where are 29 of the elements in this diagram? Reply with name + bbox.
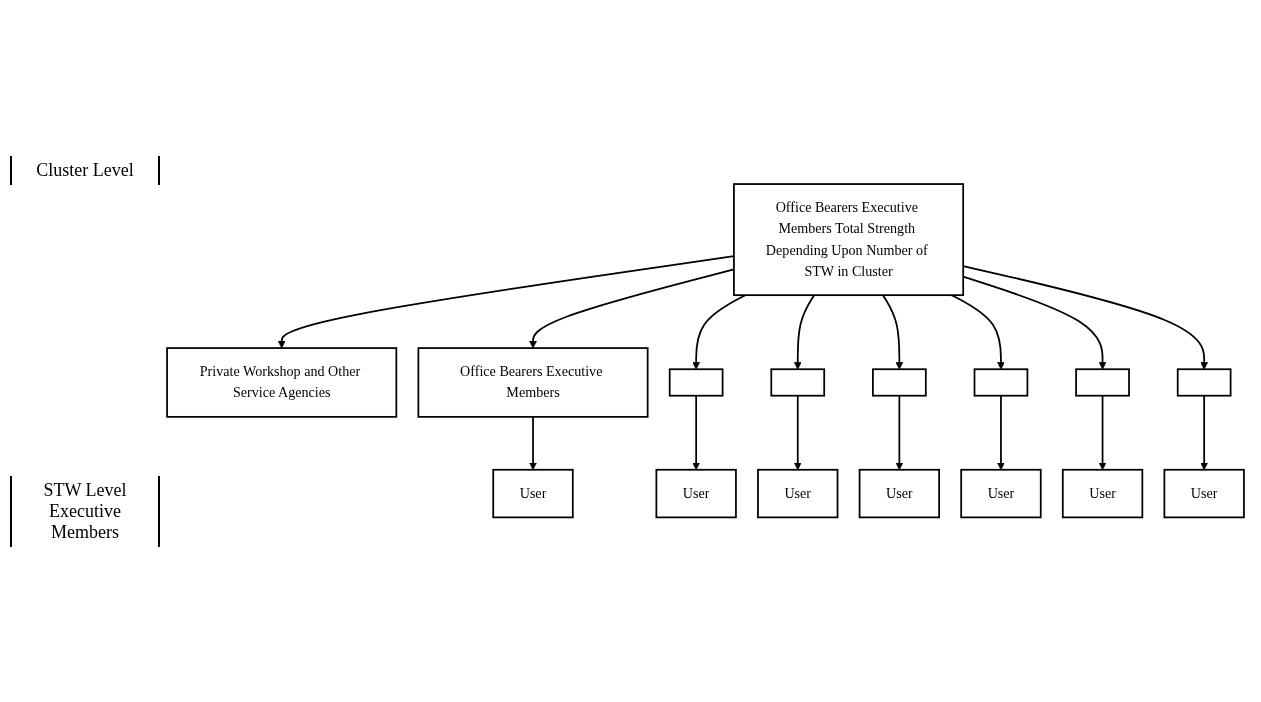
- arrow: [895, 395, 904, 471]
- node-box: User: [858, 469, 940, 519]
- arrow: [997, 395, 1005, 471]
- node-box: User: [492, 469, 574, 519]
- node-box: [668, 368, 724, 397]
- node-box: [1075, 368, 1130, 397]
- arrow: [950, 294, 1005, 370]
- node-box: User: [655, 469, 737, 519]
- node-box: Office Bearers Executive Members: [417, 347, 649, 418]
- node-box: [770, 368, 826, 397]
- node-box: Office Bearers Executive Members Total Strength Depending Upon Number of STW in Cluster: [733, 183, 965, 297]
- node-box: Private Workshop and Other Service Agencies: [166, 347, 398, 418]
- node-box: [973, 368, 1029, 397]
- level-label: STW Level Executive Members: [10, 475, 160, 547]
- level-label: Cluster Level: [10, 155, 160, 185]
- arrow: [793, 294, 815, 370]
- arrow: [1200, 395, 1209, 471]
- node-box: [872, 368, 927, 397]
- arrow: [692, 395, 701, 471]
- node-box: User: [757, 469, 839, 519]
- node-box: User: [1163, 469, 1245, 519]
- arrow: [1098, 395, 1107, 471]
- node-box: User: [960, 469, 1042, 519]
- node-box: User: [1061, 469, 1144, 519]
- node-box: [1176, 368, 1232, 397]
- arrow: [692, 294, 747, 370]
- arrow: [882, 294, 904, 370]
- arrow: [793, 395, 802, 471]
- arrow: [529, 416, 537, 471]
